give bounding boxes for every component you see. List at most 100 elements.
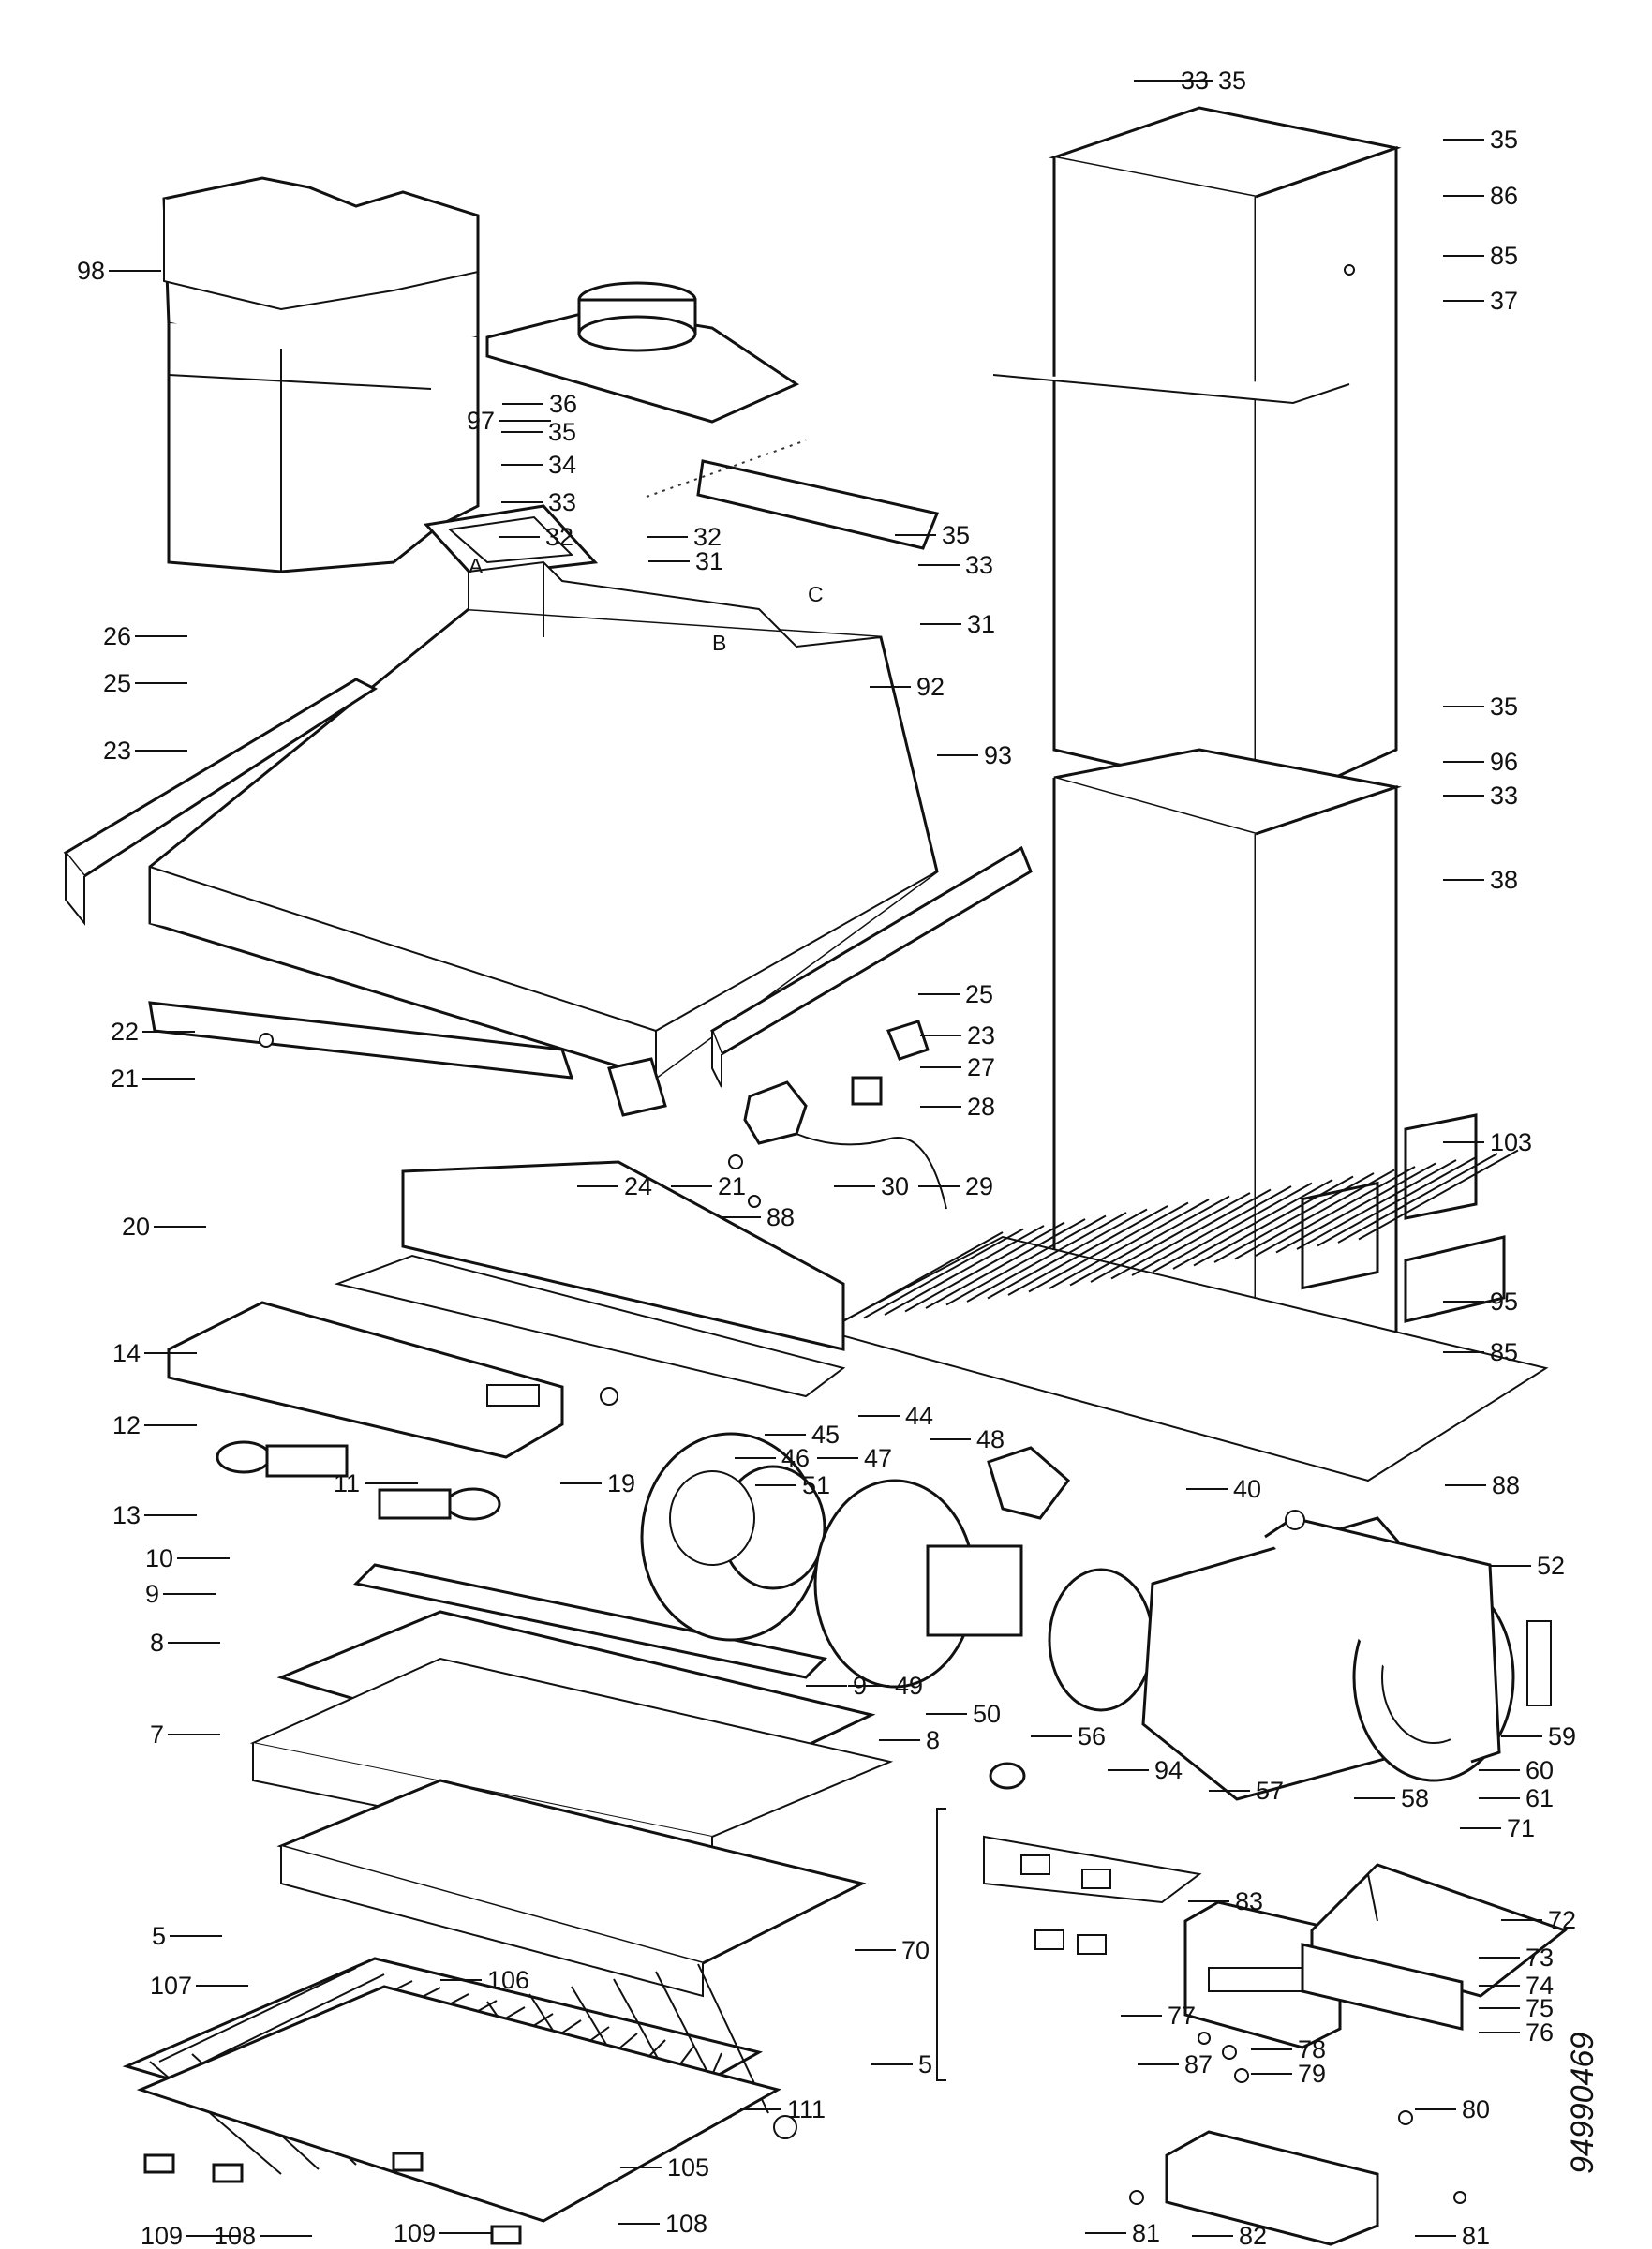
part-label-l59: 59 — [1548, 1722, 1576, 1750]
part-label-l109b: 109 — [394, 2219, 436, 2247]
part-108-109-clips — [143, 2152, 522, 2245]
part-label-l70: 70 — [901, 1936, 930, 1964]
leader-lines — [109, 80, 1542, 2237]
part-label-l105: 105 — [667, 2153, 709, 2182]
part-label-l77: 77 — [1168, 2002, 1196, 2030]
part-72-panel-housing — [1301, 1863, 1569, 2031]
part-label-l44: 44 — [905, 1402, 933, 1430]
part-label-l108a: 108 — [665, 2210, 707, 2238]
part-label-l8a: 8 — [150, 1629, 164, 1657]
part-label-l33a: 33 — [548, 488, 576, 516]
part-82-tray — [1165, 2130, 1379, 2246]
part-label-l21a: 21 — [111, 1065, 139, 1093]
part-label-l97: 97 — [467, 407, 495, 435]
part-label-l103: 103 — [1490, 1128, 1532, 1156]
part-label-l22: 22 — [111, 1018, 139, 1046]
part-label-l50: 50 — [973, 1700, 1001, 1728]
part-label-l56: 56 — [1078, 1722, 1106, 1750]
part-label-l60: 60 — [1525, 1756, 1554, 1784]
part-label-l81a: 81 — [1132, 2219, 1160, 2247]
part-label-l86a: 86 — [1490, 182, 1518, 210]
part-label-l10: 10 — [145, 1544, 173, 1572]
part-label-l31a: 31 — [695, 547, 723, 575]
part-label-l58: 58 — [1401, 1784, 1429, 1812]
part-label-l87: 87 — [1184, 2050, 1213, 2078]
part-label-l111: 111 — [787, 2095, 826, 2123]
part-70-switch-assembly — [936, 1808, 1202, 2081]
part-label-l83: 83 — [1235, 1887, 1263, 1915]
part-label-l109a: 109 — [141, 2222, 183, 2249]
part-27-28-30-electrical — [743, 1020, 947, 1210]
part-24-clip — [607, 1057, 667, 1117]
part-label-l98: 98 — [77, 257, 105, 285]
part-label-l19: 19 — [607, 1469, 635, 1497]
part-label-l88b: 88 — [1492, 1471, 1520, 1499]
part-label-l35a: 35 — [548, 418, 576, 446]
part-label-l61: 61 — [1525, 1784, 1554, 1812]
part-label-l46: 46 — [781, 1444, 810, 1472]
part-label-l75: 75 — [1525, 1994, 1554, 2022]
part-36-adapter-plate — [485, 281, 800, 424]
part-label-l35top: 35 — [1218, 67, 1246, 95]
part-label-l5b: 5 — [918, 2050, 932, 2078]
part-label-l95: 95 — [1490, 1288, 1518, 1316]
part-label-l71: 71 — [1507, 1814, 1535, 1842]
part-label-l34: 34 — [548, 451, 576, 479]
part-label-l23a: 23 — [103, 737, 131, 765]
part-grease-filters — [276, 1779, 867, 1998]
part-label-l24: 24 — [624, 1172, 652, 1200]
part-label-l13: 13 — [112, 1501, 141, 1529]
part-label-l79: 79 — [1298, 2060, 1326, 2088]
part-label-l72: 72 — [1548, 1906, 1576, 1934]
part-20-canopy-panel — [334, 1160, 846, 1398]
part-94-knob — [989, 1762, 1026, 1790]
part-label-l33c: 33 — [1490, 782, 1518, 810]
part-label-l88a: 88 — [766, 1203, 795, 1231]
floor-hatching — [822, 1149, 1549, 1482]
part-label-l49: 49 — [895, 1672, 923, 1700]
part-label-l40: 40 — [1233, 1475, 1261, 1503]
part-14-light-cover — [167, 1301, 564, 1459]
part-label-l7: 7 — [150, 1720, 164, 1749]
part-label-l33b: 33 — [965, 551, 993, 579]
part-label-l73: 73 — [1525, 1944, 1554, 1972]
part-label-l9b: 9 — [853, 1672, 867, 1700]
part-label-l92: 92 — [916, 673, 945, 701]
part-label-l76: 76 — [1525, 2018, 1554, 2047]
part-37-38-chimney — [992, 106, 1402, 1407]
part-label-l35d: 35 — [1490, 693, 1518, 721]
part-34-bracket — [646, 439, 940, 550]
part-label-l47: 47 — [864, 1444, 892, 1472]
part-label-l5a: 5 — [152, 1922, 166, 1950]
part-label-l33top: 33 — [1181, 67, 1209, 95]
part-label-l93: 93 — [984, 741, 1012, 769]
part-label-l81b: 81 — [1462, 2222, 1490, 2249]
part-label-l85a: 85 — [1490, 242, 1518, 270]
part-97-frame — [424, 504, 599, 578]
part-label-l48: 48 — [976, 1425, 1005, 1453]
part-label-l27: 27 — [967, 1053, 995, 1081]
part-label-l25b: 25 — [965, 980, 993, 1008]
section-marker-a: A — [469, 554, 484, 578]
part-label-l25a: 25 — [103, 669, 131, 697]
part-label-l12: 12 — [112, 1411, 141, 1439]
part-label-l36: 36 — [549, 390, 577, 418]
part-label-l35b: 35 — [942, 521, 970, 549]
part-label-l78: 78 — [1298, 2035, 1326, 2063]
part-label-l32b: 32 — [693, 523, 722, 551]
part-label-l57: 57 — [1256, 1777, 1284, 1805]
fasteners — [259, 264, 1466, 2205]
part-label-l8b: 8 — [926, 1726, 940, 1754]
part-105-111-filter-frame — [136, 1985, 781, 2223]
part-label-l23b: 23 — [967, 1021, 995, 1050]
part-label-l82: 82 — [1239, 2222, 1267, 2249]
part-label-l108b: 108 — [214, 2222, 256, 2249]
part-label-l94: 94 — [1154, 1756, 1183, 1784]
section-marker-c: C — [808, 582, 824, 606]
part-label-l51: 51 — [802, 1471, 830, 1499]
part-label-l14: 14 — [112, 1339, 141, 1367]
part-98-packaging — [162, 176, 480, 573]
